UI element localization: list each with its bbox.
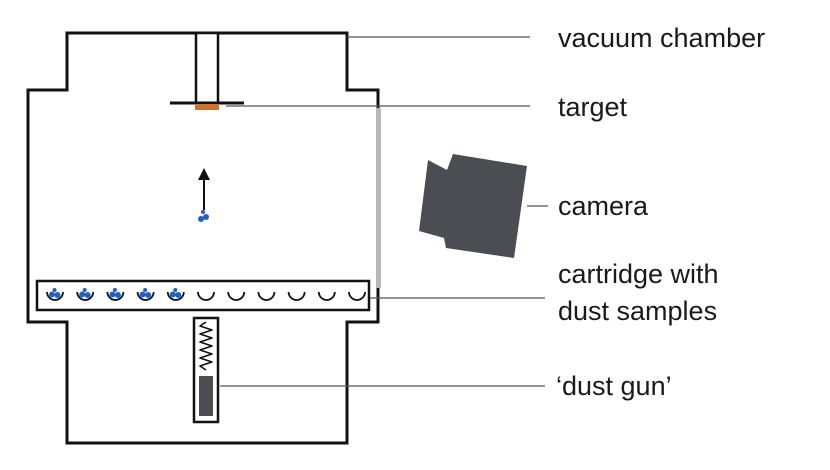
dust-sample: [112, 288, 117, 292]
flying-dust-particle: [201, 210, 205, 214]
label-cartridge-line-2: dust samples: [558, 296, 718, 326]
dust-sample: [114, 292, 121, 298]
dust-sample: [145, 292, 152, 298]
cartridge-cup: [106, 291, 125, 301]
dust-sample: [175, 292, 182, 298]
label-camera: camera: [558, 191, 649, 221]
dust-gun-barrel: [199, 376, 213, 416]
cartridge-cup: [227, 291, 246, 301]
flying-dust-particle: [203, 214, 209, 220]
label-dust-gun: ‘dust gun’: [556, 371, 672, 401]
cartridge-cup: [136, 291, 155, 301]
cartridge-cup: [257, 291, 276, 301]
cartridge-cup: [197, 291, 215, 301]
vacuum-chamber-outline: [26, 31, 380, 445]
viewing-window: [376, 108, 381, 288]
dust-sample: [52, 288, 57, 292]
flying-dust-particle: [198, 216, 204, 222]
cartridge-cup: [287, 291, 306, 301]
dust-sample: [49, 291, 55, 298]
cartridge-cups: [46, 288, 366, 301]
label-target: target: [558, 92, 628, 122]
dust-sample: [169, 291, 176, 298]
cartridge-cup: [76, 291, 95, 301]
dust-sample: [84, 292, 91, 298]
camera-icon: [419, 154, 527, 258]
dust-sample: [79, 291, 86, 298]
dust-sample: [139, 291, 146, 298]
target: [195, 104, 219, 110]
dust-sample: [173, 288, 178, 292]
cartridge-cup: [317, 291, 336, 301]
dust-sample: [54, 292, 61, 298]
label-cartridge-line-1: cartridge with: [558, 259, 719, 289]
cartridge-cup: [166, 291, 185, 301]
cartridge-cup: [348, 291, 366, 301]
dust-sample: [143, 288, 148, 292]
label-vacuum-chamber: vacuum chamber: [558, 23, 766, 53]
cartridge-cup: [46, 291, 64, 301]
dust-sample: [109, 291, 116, 298]
dust-sample: [82, 288, 87, 292]
dust-arrow-head: [198, 168, 210, 180]
dust-gun-spring: [199, 321, 213, 371]
target-holder-rod: [194, 31, 220, 105]
